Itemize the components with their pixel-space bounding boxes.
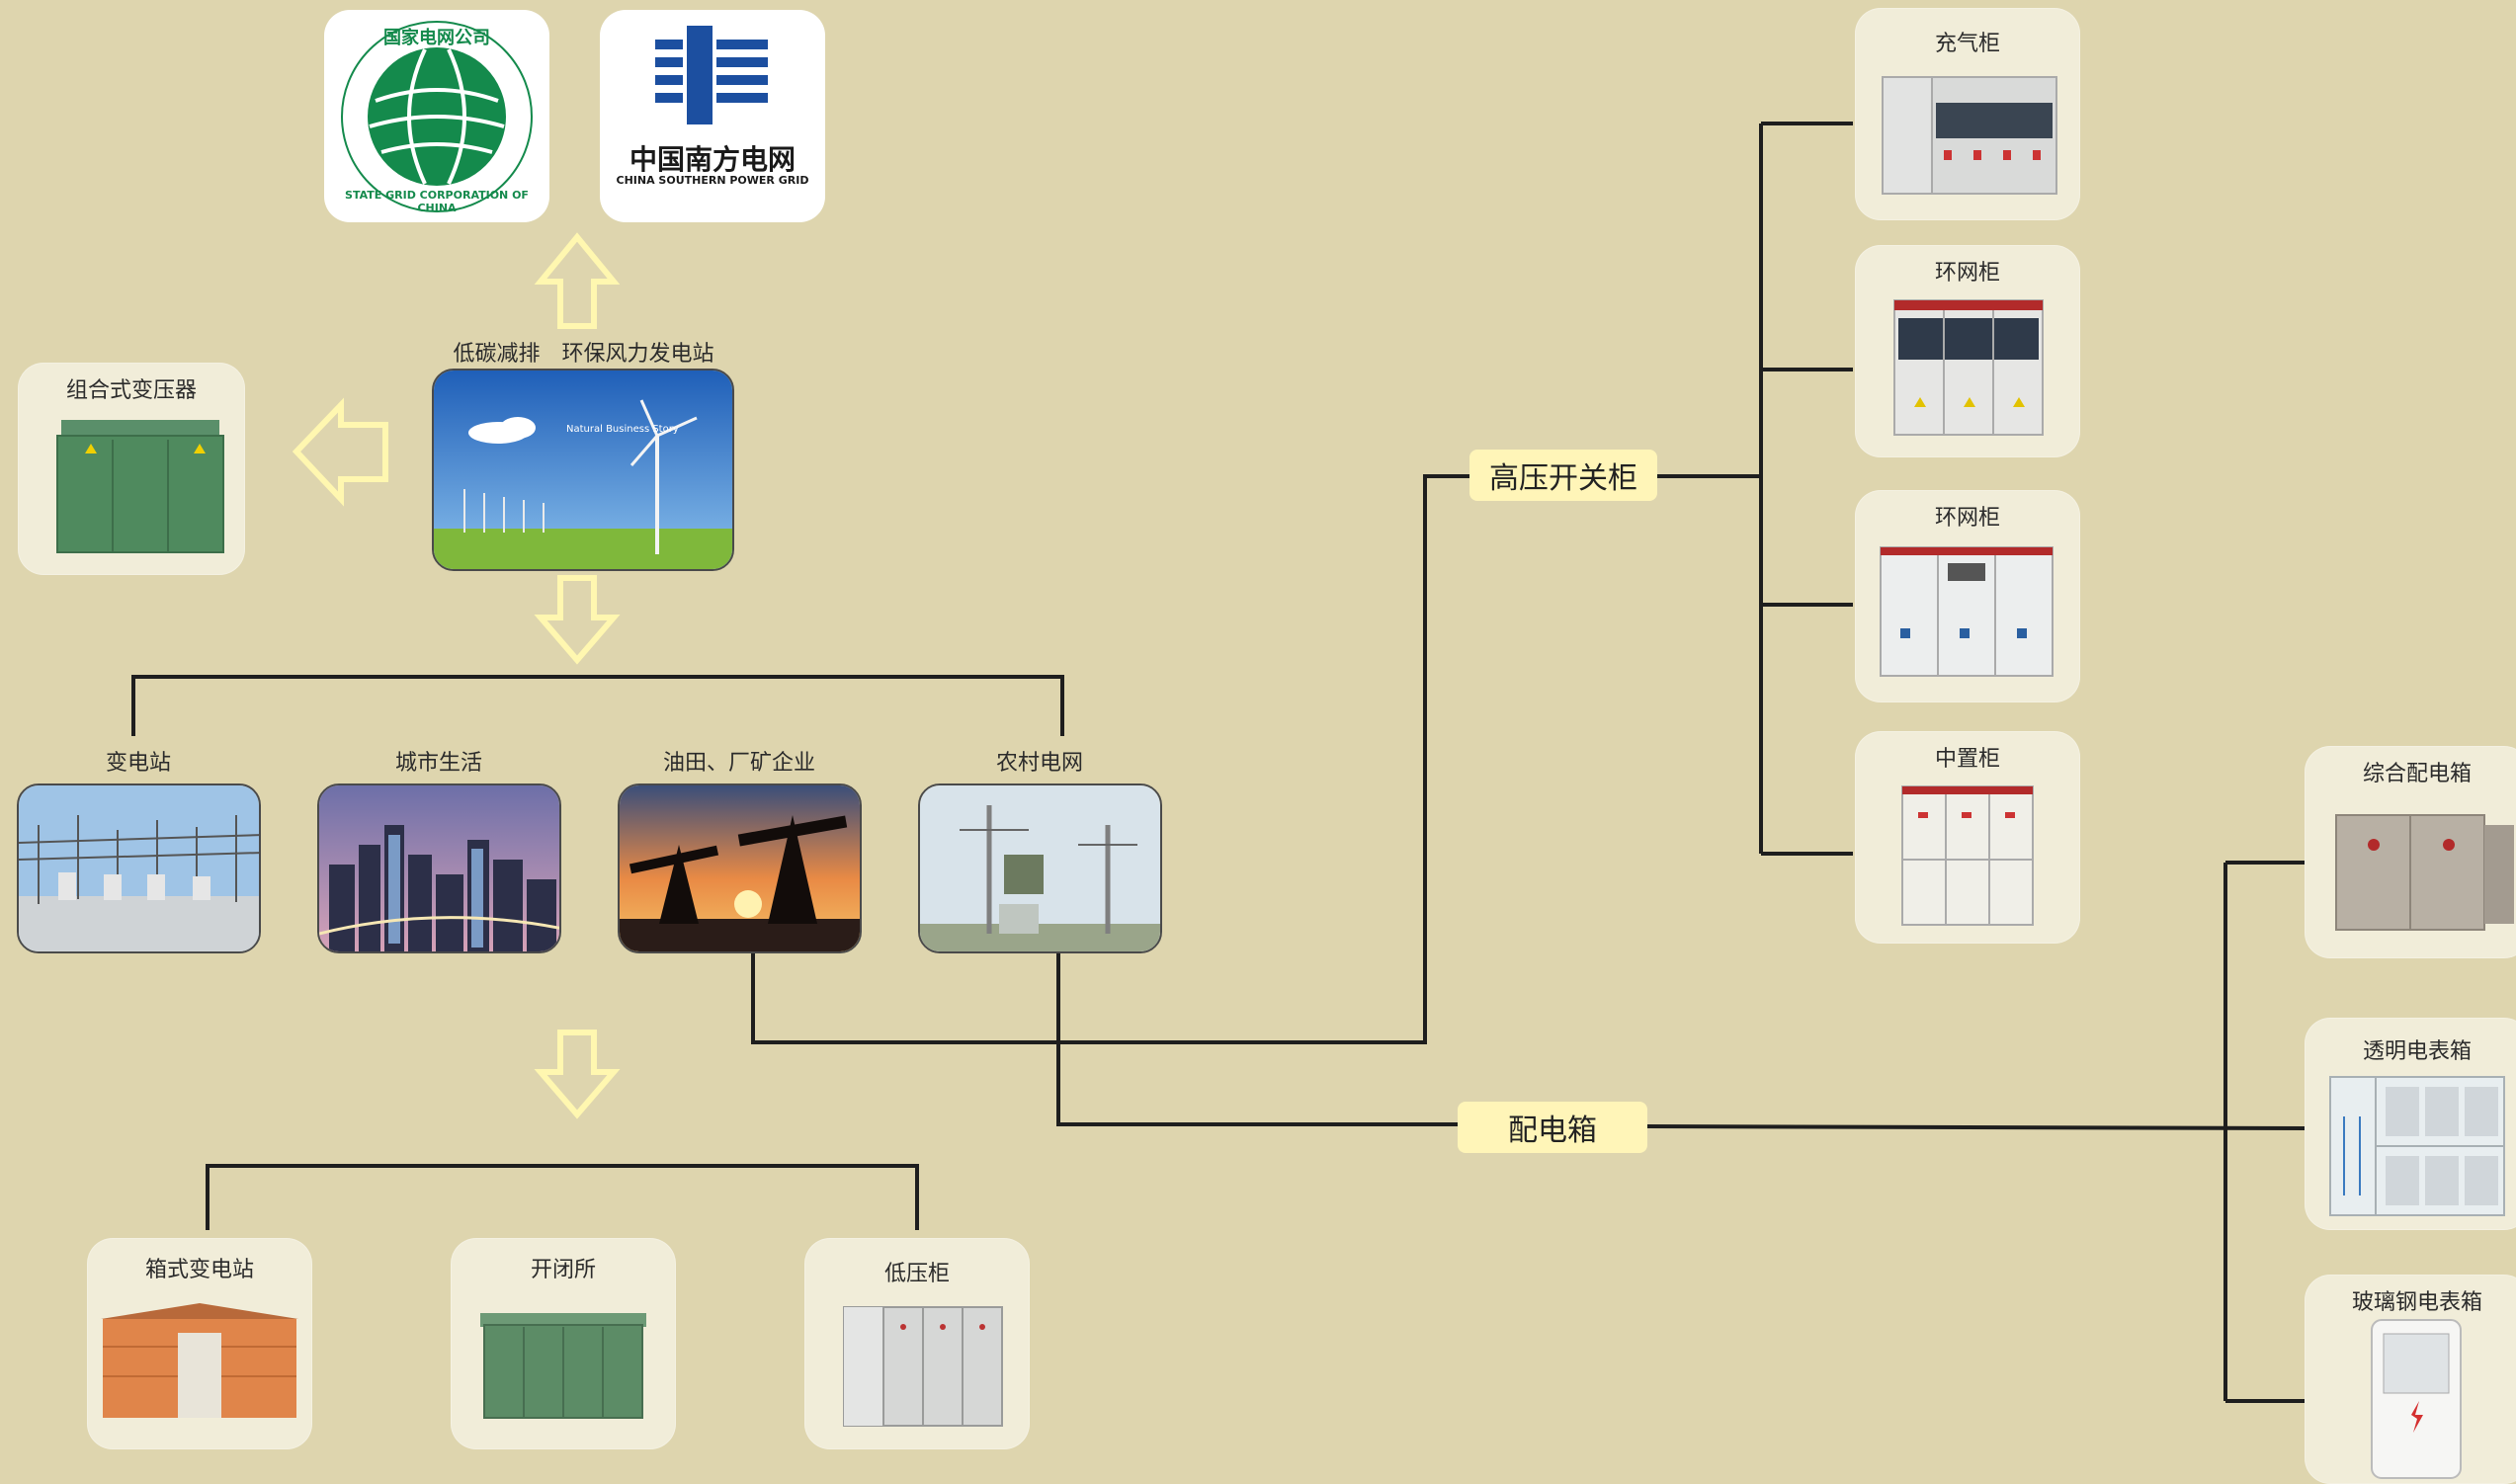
csg-logo-name-en: CHINA SOUTHERN POWER GRID [616,174,809,187]
arrow-down-1 [534,575,621,665]
consumer-photo-rural [918,783,1162,953]
csg-logo-card: 中国南方电网 CHINA SOUTHERN POWER GRID [600,10,825,222]
distribution-box-title: 配电箱 [1458,1102,1647,1153]
consumer-label-oilfield: 油田、厂矿企业 [662,751,815,776]
product-card-switching-station: 开闭所 [451,1238,676,1449]
consumer-photo-city [317,783,561,953]
hv-item-label-ring-main-1: 环网柜 [1934,261,2000,286]
hv-item-label-gas-insulated: 充气柜 [1934,32,2000,56]
consumer-photo-substation [17,783,261,953]
wind-banner-title: Natural Business Story [566,424,679,435]
consumer-label-substation: 变电站 [105,751,171,776]
dist-item-card-comprehensive: 综合配电箱 [2305,746,2516,958]
hv-item-card-ring-main-2: 环网柜 [1855,490,2080,702]
hv-item-label-ring-main-2: 环网柜 [1934,506,2000,531]
csg-logo-mark [655,26,768,124]
hv-item-card-ring-main-1: 环网柜 [1855,245,2080,457]
product-card-lv-cabinet: 低压柜 [804,1238,1030,1449]
state-grid-logo-text-en: STATE GRID CORPORATION OF CHINA [345,189,529,214]
hv-item-card-gas-insulated: 充气柜 [1855,8,2080,220]
state-grid-logo [341,21,533,212]
arrow-left [292,397,388,507]
product-label-switching-station: 开闭所 [530,1258,596,1282]
product-card-box-substation: 箱式变电站 [87,1238,312,1449]
combined-transformer-card: 组合式变压器 [18,363,245,575]
dist-item-card-frp-meter: 玻璃钢电表箱 [2305,1275,2516,1484]
dist-item-label-comprehensive: 综合配电箱 [2362,762,2472,786]
product-label-lv-cabinet: 低压柜 [883,1262,950,1286]
wind-station-photo: Natural Business Story [432,369,734,571]
consumer-label-city: 城市生活 [394,751,482,776]
state-grid-logo-card: 国家电网公司 STATE GRID CORPORATION OF CHINA [324,10,549,222]
state-grid-logo-text: 国家电网公司 [383,28,490,48]
hv-item-card-mid-mounted: 中置柜 [1855,731,2080,944]
hv-switchgear-title: 高压开关柜 [1469,450,1657,501]
dist-item-card-transparent-meter: 透明电表箱 [2305,1018,2516,1230]
csg-logo-name: 中国南方电网 [629,143,796,176]
hv-item-label-mid-mounted: 中置柜 [1934,747,2000,772]
combined-transformer-label: 组合式变压器 [65,378,197,403]
dist-item-label-frp-meter: 玻璃钢电表箱 [2351,1290,2482,1315]
consumer-photo-oilfield [618,783,862,953]
dist-item-label-transparent-meter: 透明电表箱 [2362,1039,2472,1064]
product-label-box-substation: 箱式变电站 [144,1258,254,1282]
arrow-down-2 [534,1030,621,1119]
wind-station-caption: 低碳减排 环保风力发电站 [453,342,714,367]
consumer-label-rural: 农村电网 [995,751,1083,776]
arrow-up [534,232,621,329]
